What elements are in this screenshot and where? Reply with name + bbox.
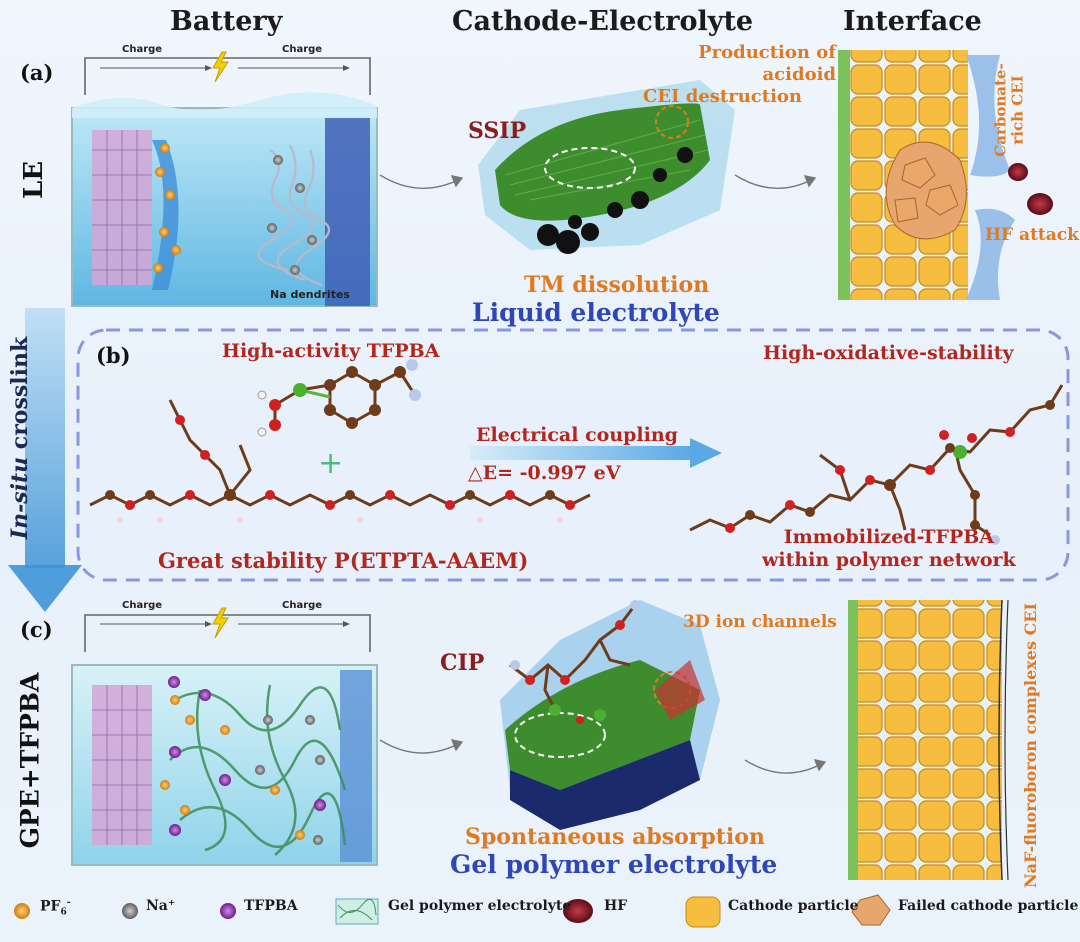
panel-c-label: (c) <box>20 617 53 642</box>
tm-dissolution-label: TM dissolution <box>524 272 710 298</box>
immobilized-line-1: Immobilized-TFPBA <box>783 526 995 548</box>
high-activity-label: High-activity TFPBA <box>222 340 440 362</box>
legend-failed: Failed cathode particle <box>898 898 1079 914</box>
great-stability-label: Great stability P(ETPTA-AAEM) <box>158 548 529 573</box>
charge-label-c-right: Charge <box>282 600 323 611</box>
acidoid-label: Production of acidoid CEI destruction <box>626 42 836 108</box>
electrical-coupling-label: Electrical coupling <box>476 424 678 446</box>
le-battery <box>71 51 378 307</box>
header-cathode-electrolyte: Cathode-Electrolyte <box>452 6 754 37</box>
insitu-arrow <box>8 308 82 612</box>
immobilized-label: Immobilized-TFPBA within polymer network <box>762 526 1016 572</box>
cip-cathode <box>500 600 720 830</box>
coupling-arrow <box>470 438 722 468</box>
liquid-electrolyte-label: Liquid electrolyte <box>472 298 720 327</box>
plus-sign: + <box>318 446 344 481</box>
naf-cei-label: NaF-fluoroboron complexes CEI <box>1020 602 1040 888</box>
flow-arrows-a <box>379 174 817 189</box>
panel-a-label: (a) <box>20 60 54 85</box>
spontaneous-label: Spontaneous absorption <box>465 824 765 850</box>
hf-attack-label: HF attack <box>985 225 1079 245</box>
immobilized-line-2: within polymer network <box>762 549 1016 571</box>
carbonate-cei-label: Carbonate-rich CEI <box>992 63 1028 157</box>
na-dendrites-label: Na dendrites <box>270 288 350 301</box>
legend-tfpba: TFPBA <box>244 898 298 914</box>
gel-polymer-label: Gel polymer electrolyte <box>450 850 778 879</box>
polymer-atoms-left <box>105 415 575 523</box>
panel-b-label: (b) <box>96 343 131 368</box>
le-interface <box>838 50 1053 300</box>
cip-label: CIP <box>440 650 485 676</box>
ssip-label: SSIP <box>468 118 527 144</box>
row-label-gpe-tfpba: GPE+TFPBA <box>15 672 45 848</box>
high-oxidative-label: High-oxidative-stability <box>763 342 1014 364</box>
crosslink-text: crosslink <box>7 336 33 457</box>
header-battery: Battery <box>170 6 283 37</box>
charge-label-c-left: Charge <box>122 600 163 611</box>
legend-hf: HF <box>604 898 628 914</box>
insitu-crosslink-label: In-situ crosslink <box>7 337 33 539</box>
legend-cathode: Cathode particle <box>728 898 859 914</box>
header-interface: Interface <box>843 6 982 37</box>
row-label-le: LE <box>18 160 49 200</box>
legend-gpe: Gel polymer electrolyte <box>388 898 572 914</box>
le-particles <box>153 143 317 275</box>
ssip-cathode <box>478 80 735 254</box>
panel-b-frame <box>76 328 1070 582</box>
tfpba-molecule <box>257 359 421 437</box>
legend-pf6: PF6- <box>40 898 70 917</box>
charge-label-a-left: Charge <box>122 44 163 55</box>
cei-destruction-line: CEI destruction <box>643 86 802 107</box>
polymer-atoms-right <box>725 400 1055 545</box>
ion-channels-label: 3D ion channels <box>683 612 837 632</box>
legend-na: Na⁺ <box>146 898 176 914</box>
delta-e-label: △E= -0.997 eV <box>468 462 621 484</box>
legend-pf6-text: PF6- <box>40 898 71 918</box>
insitu-text: In-situ <box>7 456 33 540</box>
acidoid-line: Production of acidoid <box>698 42 836 85</box>
charge-label-a-right: Charge <box>282 44 323 55</box>
legend-shapes <box>14 894 891 928</box>
gpe-battery <box>71 607 378 866</box>
gpe-interface <box>848 599 1009 881</box>
flow-arrows-c <box>379 739 827 774</box>
